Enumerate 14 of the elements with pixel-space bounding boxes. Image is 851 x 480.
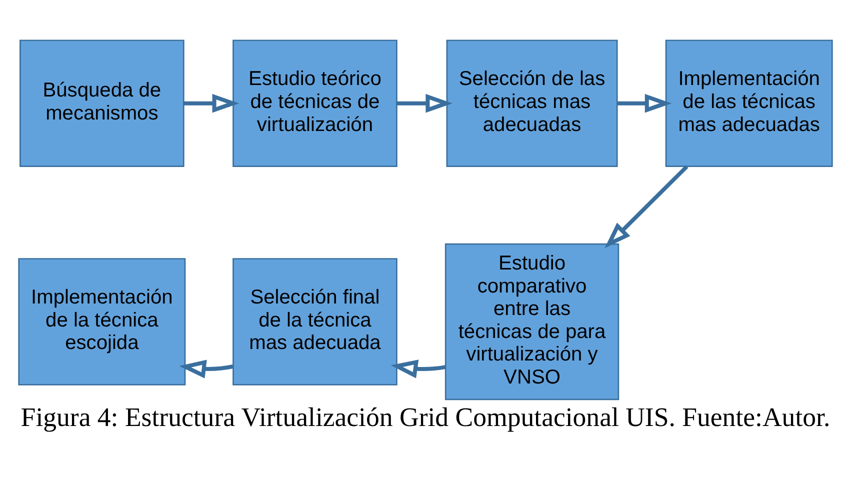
arrow (390, 360, 446, 378)
arrow (617, 94, 672, 113)
arrow (396, 94, 453, 113)
node-box: Selección final de la técnica mas adecuada (232, 258, 398, 386)
arrow (179, 360, 234, 378)
arrow (604, 165, 688, 248)
node-box: Búsqueda de mecanismos (20, 40, 184, 167)
node-box: Estudio comparativo entre las técnicas de paravirtualización y VNSO (444, 243, 620, 400)
node-box: Selección de las técnicas mas adecuadas (446, 40, 618, 167)
arrow (184, 94, 240, 113)
node-box: Implementación de la técnica escojida (18, 258, 186, 386)
node-box: Estudio teórico de técnicas de virtualización (232, 40, 398, 167)
node-box: Implementación de las técnicas mas adecuadas (665, 40, 833, 167)
caption: Figura 4: Estructura Virtualización Grid Computacional UIS. Fuente:Autor. (20, 402, 830, 432)
